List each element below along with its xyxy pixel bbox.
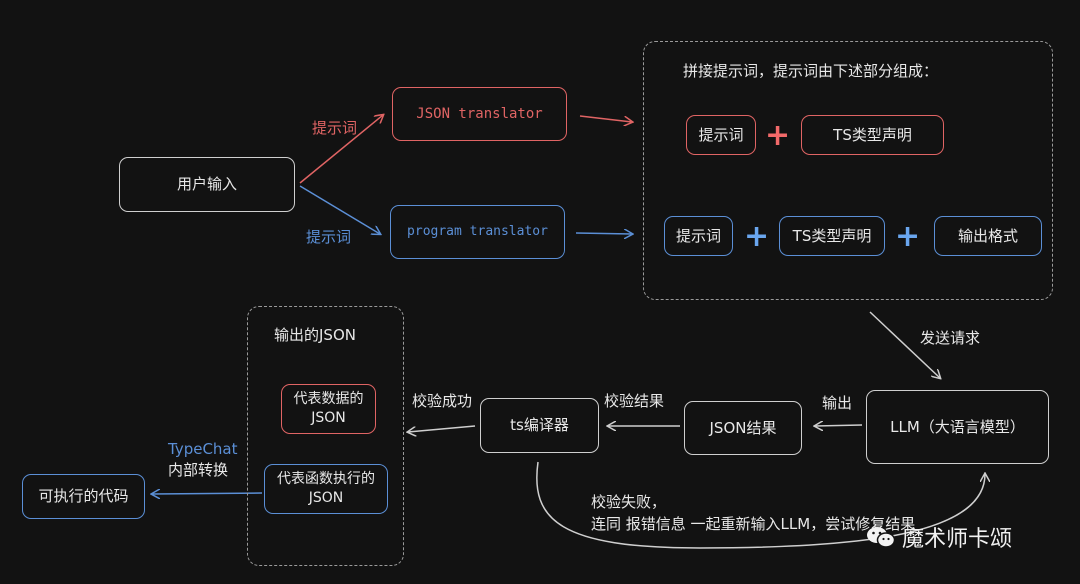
output-json-title: 输出的JSON xyxy=(274,326,356,344)
output-json-container xyxy=(247,306,404,566)
arrow-fail-loop-to-llm xyxy=(536,461,985,549)
validate-fail-line2: 连同 报错信息 一起重新输入LLM，尝试修复结果 xyxy=(591,515,916,533)
output-label: 输出 xyxy=(822,394,853,412)
arrow-output-json-to-executable xyxy=(152,493,263,494)
typechat-label-line1: TypeChat xyxy=(168,440,238,458)
data-json-line2: JSON xyxy=(311,410,346,426)
watermark-text: 魔术师卡颂 xyxy=(902,527,1013,552)
validate-success-label: 校验成功 xyxy=(412,392,473,410)
plus-icon: + xyxy=(895,219,921,254)
watermark: 魔术师卡颂 xyxy=(866,521,1012,553)
arrow-user-to-json-translator xyxy=(299,115,383,184)
llm-label: LLM（大语言模型） xyxy=(890,417,1025,436)
wechat-icon xyxy=(867,527,896,548)
executable-code-node: 可执行的代码 xyxy=(22,474,145,519)
data-json-box: 代表数据的 JSON xyxy=(281,384,376,434)
function-json-line2: JSON xyxy=(308,490,344,506)
program-translator-node: program translator xyxy=(390,205,565,259)
prompt-label-bottom: 提示词 xyxy=(306,228,352,246)
arrow-llm-to-json-result xyxy=(815,425,863,426)
json-translator-node: JSON translator xyxy=(392,87,567,141)
function-json-line1: 代表函数执行的 xyxy=(277,471,375,488)
plus-icon: + xyxy=(744,219,770,254)
row2-prompt-box: 提示词 xyxy=(664,216,733,256)
json-result-node: JSON结果 xyxy=(684,401,802,455)
row1-prompt-box: 提示词 xyxy=(686,115,756,155)
json-result-label: JSON结果 xyxy=(709,418,777,437)
row1-ts-types-box: TS类型声明 xyxy=(801,115,944,155)
prompt-label-top: 提示词 xyxy=(312,119,358,137)
typechat-label-line2: 内部转换 xyxy=(168,461,229,479)
arrow-program-translator-to-panel xyxy=(575,233,632,234)
data-json-line1: 代表数据的 xyxy=(293,391,364,408)
row2-ts-types-box: TS类型声明 xyxy=(779,216,885,256)
ts-compiler-node: ts编译器 xyxy=(480,398,599,453)
user-input-label: 用户输入 xyxy=(176,175,237,194)
executable-code-label: 可执行的代码 xyxy=(38,487,129,506)
row1-ts-types-label: TS类型声明 xyxy=(833,125,912,144)
row2-prompt-label: 提示词 xyxy=(675,226,721,245)
validate-fail-line1: 校验失败， xyxy=(591,493,667,511)
row2-output-format-box: 输出格式 xyxy=(934,216,1042,256)
row2-output-format-label: 输出格式 xyxy=(957,226,1018,245)
arrow-ts-compiler-to-output-json xyxy=(408,425,476,432)
prompt-composition-panel xyxy=(643,41,1053,300)
arrow-user-to-program-translator xyxy=(299,185,380,234)
arrow-json-translator-to-panel xyxy=(579,115,632,122)
row1-prompt-label: 提示词 xyxy=(698,125,744,144)
panel-title: 拼接提示词，提示词由下述部分组成： xyxy=(683,62,939,80)
program-translator-label: program translator xyxy=(407,224,548,240)
arrow-panel-to-llm xyxy=(869,311,940,378)
function-json-box: 代表函数执行的 JSON xyxy=(264,464,388,514)
validate-result-label: 校验结果 xyxy=(604,392,665,410)
row2-ts-types-label: TS类型声明 xyxy=(792,226,872,245)
json-translator-label: JSON translator xyxy=(416,105,543,122)
llm-node: LLM（大语言模型） xyxy=(866,390,1049,464)
plus-icon: + xyxy=(765,118,791,153)
ts-compiler-label: ts编译器 xyxy=(510,416,569,435)
send-request-label: 发送请求 xyxy=(920,329,981,347)
user-input-node: 用户输入 xyxy=(119,157,295,212)
